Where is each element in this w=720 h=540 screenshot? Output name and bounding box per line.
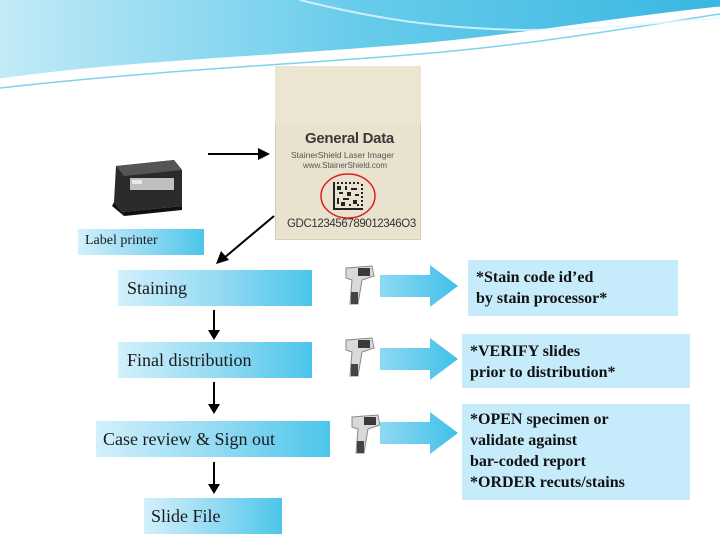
slide-label-image: General Data StainerShield Laser Imager … <box>275 66 421 240</box>
note-verify-slides-line-1: *VERIFY slides <box>470 343 581 360</box>
label-printer-caption: Label printer <box>85 233 158 248</box>
step-staining-box: Staining <box>118 270 312 306</box>
note-stain-code-line-1: *Stain code id’ed <box>476 269 594 286</box>
note-verify-slides-line-2: prior to distribution* <box>470 364 616 381</box>
label-website: www.StainerShield.com <box>303 161 388 170</box>
step-staining-label: Staining <box>127 278 188 298</box>
datamatrix-barcode <box>320 173 376 219</box>
note-open-specimen-line-2: validate against <box>470 432 578 449</box>
printer-to-label-arrow <box>208 148 270 160</box>
step-slide-file-label: Slide File <box>151 506 221 526</box>
step-case-review-label: Case review & Sign out <box>103 429 275 449</box>
label-brand: General Data <box>305 130 394 147</box>
barcode-scanner-icon-2 <box>345 337 375 377</box>
down-arrow-1 <box>208 310 220 340</box>
barcode-scanner-icon-3 <box>351 414 381 454</box>
step-final-distribution-box: Final distribution <box>118 342 312 378</box>
barcode-scanner-icon-1 <box>345 265 375 305</box>
label-to-staining-arrow <box>216 215 275 264</box>
down-arrow-2 <box>208 382 220 414</box>
block-arrow-right-2 <box>380 338 458 380</box>
block-arrow-right-3 <box>380 412 458 454</box>
header-wave-decoration <box>0 0 720 89</box>
note-stain-code: *Stain code id’ed by stain processor* <box>468 260 678 316</box>
label-printer-caption-box: Label printer <box>78 229 204 255</box>
note-open-specimen-line-3: bar-coded report <box>470 453 586 470</box>
note-verify-slides: *VERIFY slides prior to distribution* <box>462 334 690 388</box>
note-open-specimen: *OPEN specimen or validate against bar-c… <box>462 404 690 500</box>
note-stain-code-line-2: by stain processor* <box>476 290 608 307</box>
block-arrow-right-1 <box>380 265 458 307</box>
note-open-specimen-line-4: *ORDER recuts/stains <box>470 474 625 491</box>
note-open-specimen-line-1: *OPEN specimen or <box>470 411 609 428</box>
barcode-number: GDC123456789012346O3 <box>287 218 416 230</box>
label-printer-image <box>104 148 190 220</box>
step-final-distribution-label: Final distribution <box>127 350 252 370</box>
step-case-review-box: Case review & Sign out <box>96 421 330 457</box>
label-product: StainerShield Laser Imager <box>291 150 395 160</box>
step-slide-file-box: Slide File <box>144 498 282 534</box>
down-arrow-3 <box>208 462 220 494</box>
